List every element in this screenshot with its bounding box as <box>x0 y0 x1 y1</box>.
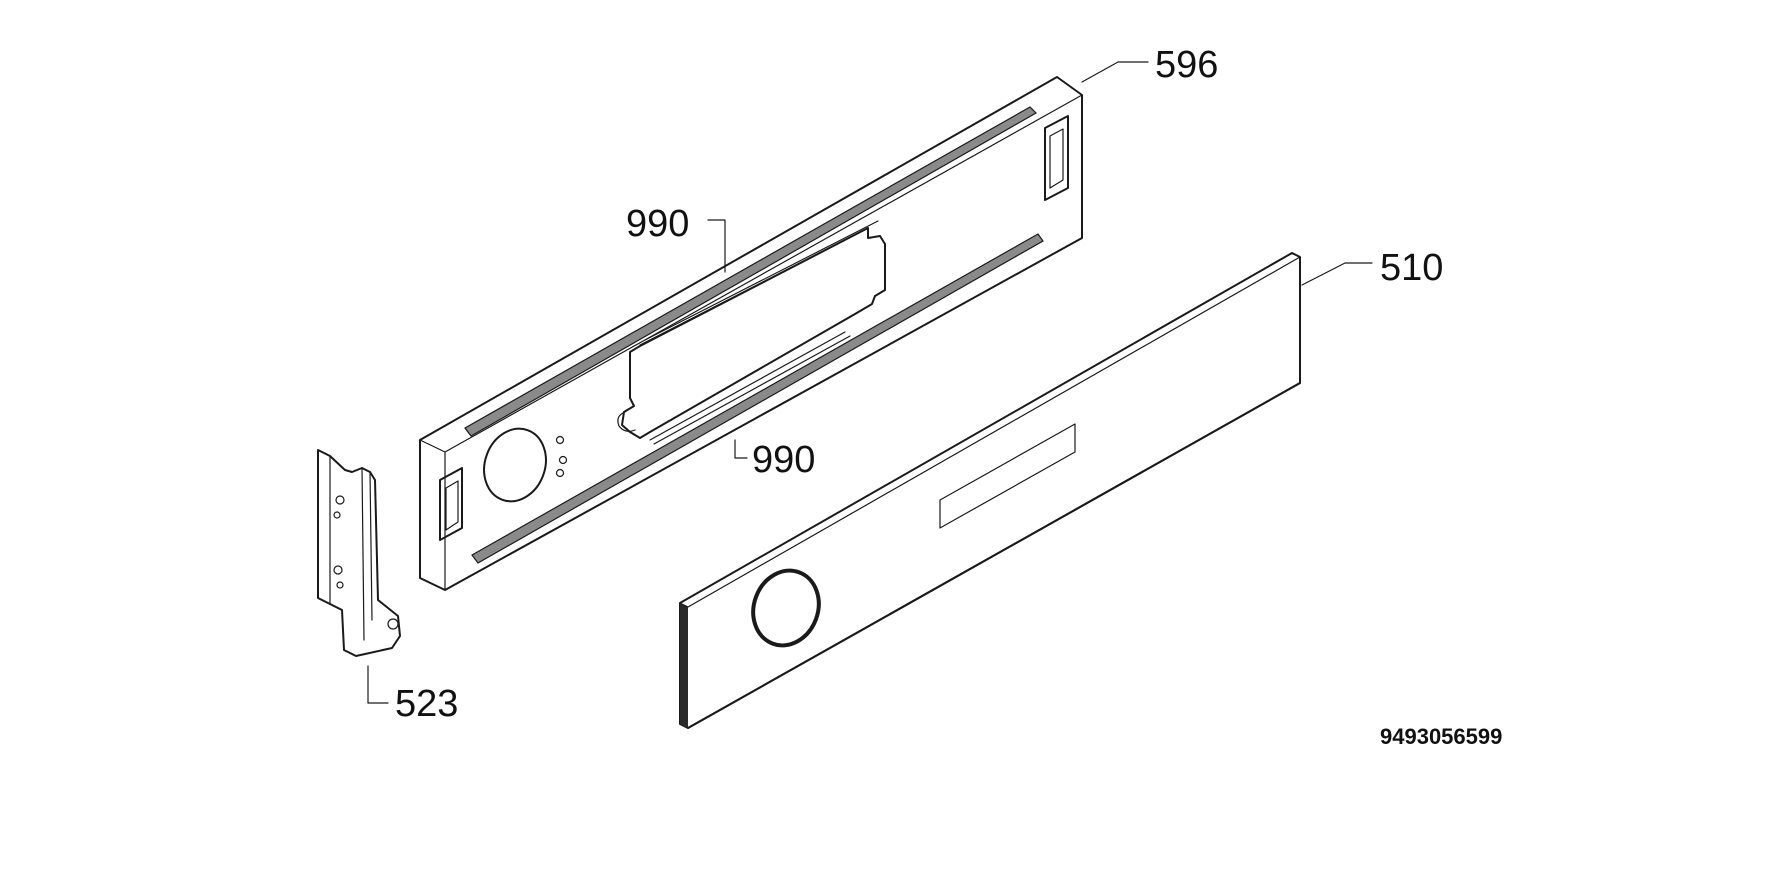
document-number: 9493056599 <box>1380 724 1502 749</box>
leader-lines <box>367 61 1373 704</box>
label-990-lower: 990 <box>752 439 815 481</box>
label-990-upper: 990 <box>626 203 689 245</box>
label-523: 523 <box>395 683 458 725</box>
front-panel-510 <box>679 252 1301 729</box>
side-bracket-523 <box>317 449 401 657</box>
label-510: 510 <box>1380 247 1443 289</box>
panel-frame-596 <box>419 76 1083 591</box>
label-596: 596 <box>1155 44 1218 86</box>
